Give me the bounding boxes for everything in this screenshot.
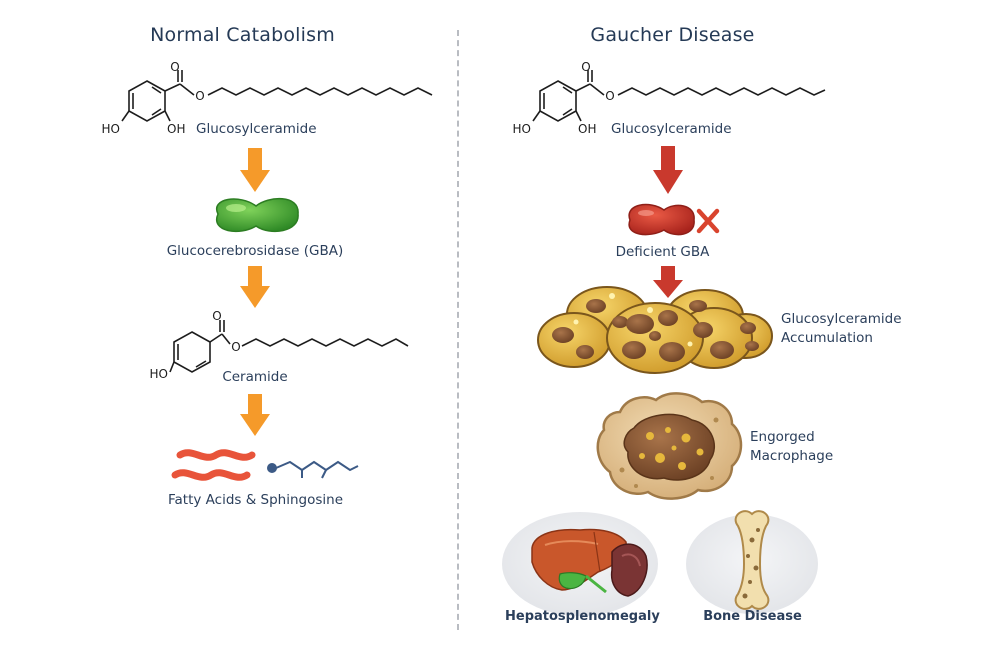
label-deficient-gba: Deficient GBA <box>615 244 710 260</box>
label-macrophage-line2: Macrophage <box>750 448 834 464</box>
label-hepatosplenomegaly: Hepatosplenomegaly <box>505 609 660 624</box>
label-bone-disease: Bone Disease <box>703 609 802 624</box>
gallbladder-icon <box>558 572 607 594</box>
arrow-down-icon <box>240 266 270 308</box>
spleen-icon <box>610 543 648 597</box>
label-fatty-acids-sphingosine: Fatty Acids & Sphingosine <box>167 492 344 508</box>
label-gba-enzyme: Glucocerebrosidase (GBA) <box>166 243 344 259</box>
deficient-enzyme-icon <box>628 203 695 236</box>
lipid-cell-icon <box>537 286 773 374</box>
arrow-down-icon <box>653 266 683 298</box>
fatty-acid-icon <box>171 449 256 481</box>
arrow-down-icon <box>653 146 683 194</box>
normal-panel-title: Normal Catabolism <box>150 24 335 46</box>
atom-hydroxyl-ceramide: HO <box>150 367 168 381</box>
label-macrophage-line1: Engorged <box>750 429 815 445</box>
bone-icon <box>734 510 770 610</box>
label-accumulation-line1: Glucosylceramide <box>781 311 902 327</box>
atom-hydroxyl-right: OH <box>167 122 185 136</box>
label-ceramide: Ceramide <box>222 369 288 385</box>
label-glucosylceramide-disease: Glucosylceramide <box>611 121 732 137</box>
label-accumulation-line2: Accumulation <box>781 330 873 346</box>
atom-oxygen-ester-disease: O <box>605 89 614 103</box>
panel-divider <box>457 30 459 630</box>
disease-panel-title: Gaucher Disease <box>590 24 755 46</box>
enzyme-icon <box>215 197 299 233</box>
atom-oxygen-ester: O <box>195 89 204 103</box>
arrow-down-icon <box>240 148 270 192</box>
glucosylceramide-structure-normal <box>121 70 433 122</box>
atom-hydroxyl-left-disease: HO <box>513 122 531 136</box>
atom-oxygen-carbonyl: O <box>170 60 179 74</box>
ceramide-structure <box>169 320 409 373</box>
glucosylceramide-structure-disease <box>532 70 826 122</box>
atom-hydroxyl-left: HO <box>102 122 120 136</box>
atom-hydroxyl-right-disease: OH <box>578 122 596 136</box>
label-glucosylceramide-normal: Glucosylceramide <box>196 121 317 137</box>
macrophage-icon <box>596 392 743 500</box>
atom-oxygen-ceramide-carbonyl: O <box>212 309 221 323</box>
atom-oxygen-ceramide-ester: O <box>231 340 240 354</box>
arrow-down-icon <box>240 394 270 436</box>
atom-oxygen-carbonyl-disease: O <box>581 60 590 74</box>
sphingosine-icon <box>267 460 359 479</box>
x-mark-icon <box>696 208 720 234</box>
